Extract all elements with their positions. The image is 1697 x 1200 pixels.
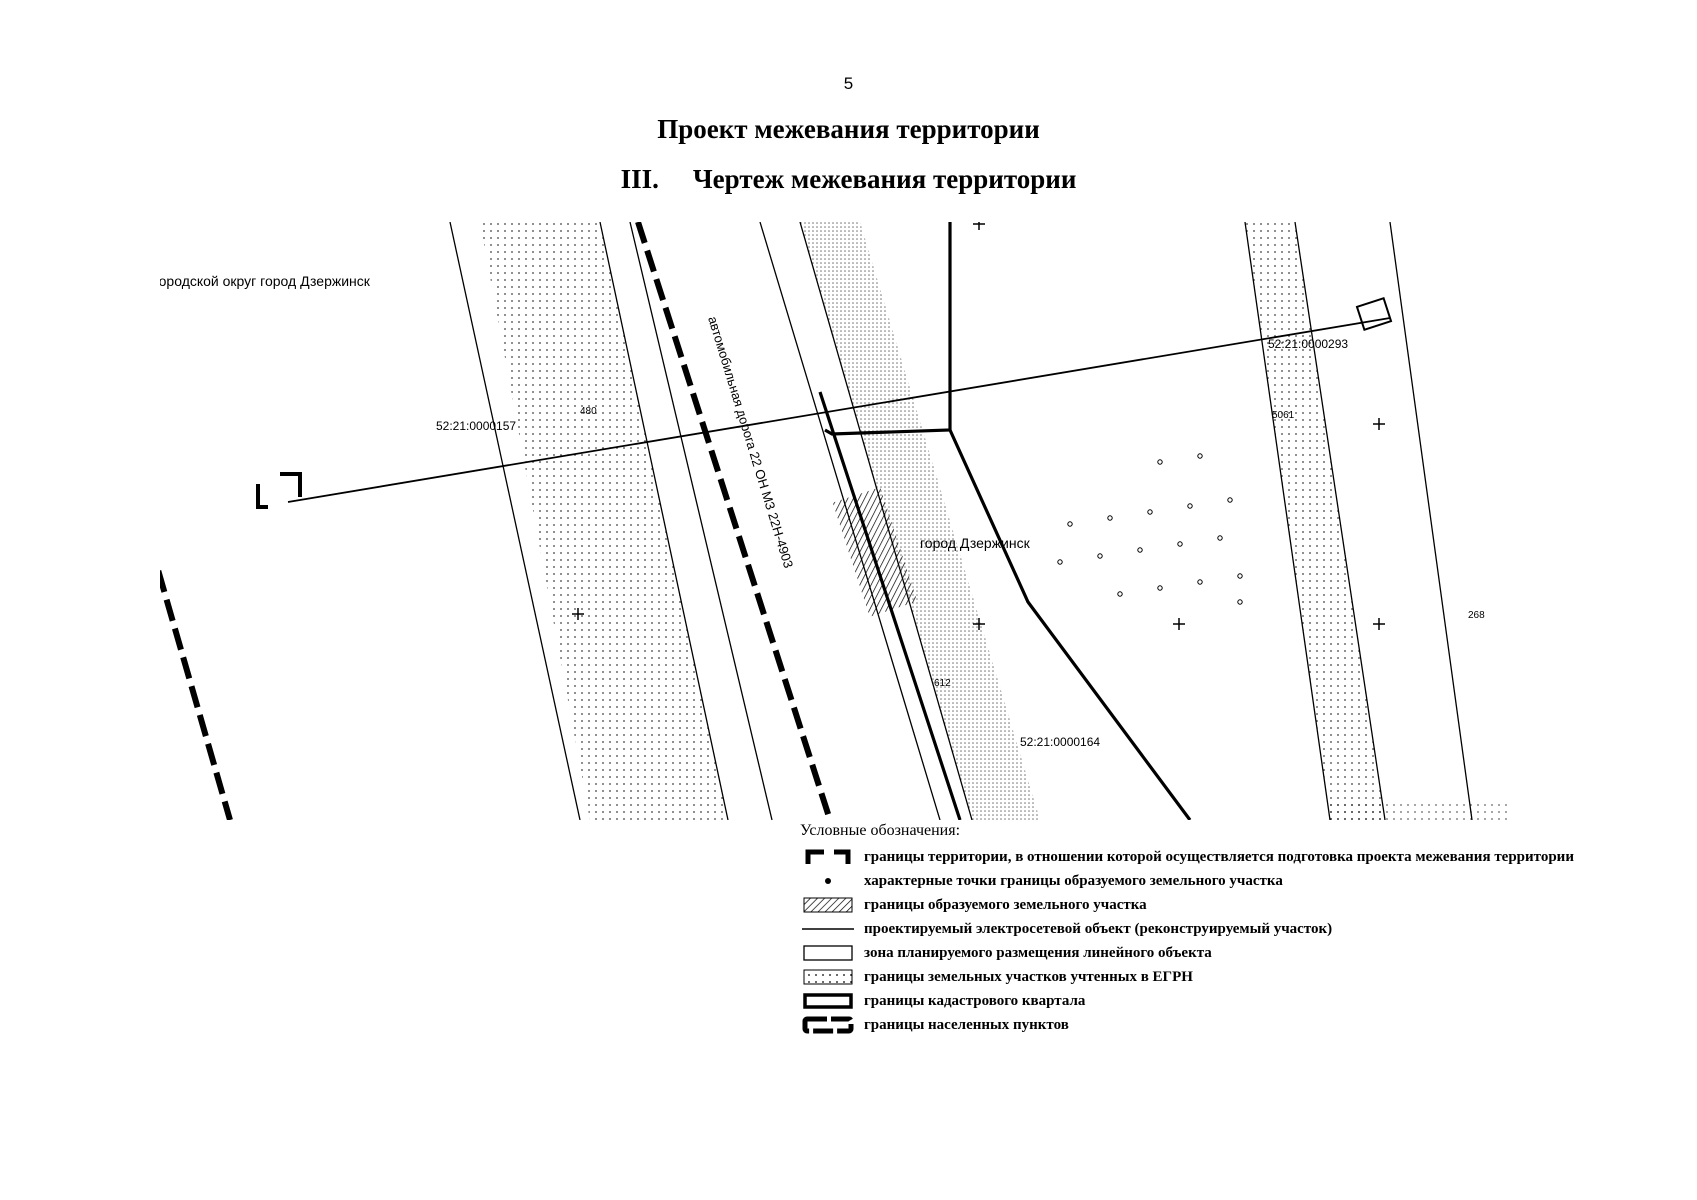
- dotted-strip-1: [480, 222, 728, 820]
- dotted-strip-4: [1325, 802, 1510, 820]
- legend-item-zone: зона планируемого размещения линейного о…: [800, 941, 1660, 965]
- district-label: Городской округ город Дзержинск: [160, 273, 371, 289]
- point-480-label: 480: [580, 406, 597, 417]
- section-name: Чертеж межевания территории: [692, 164, 1077, 194]
- dotted-rect-icon: [800, 966, 856, 988]
- city-label: город Дзержинск: [920, 535, 1031, 551]
- hatched-parcel: [832, 487, 918, 617]
- point-icon: [800, 870, 856, 892]
- settlement-points: [1057, 453, 1243, 605]
- project-boundary-icon: [800, 846, 856, 868]
- dotted-strip-3: [1245, 222, 1385, 820]
- parcel-164-label: 52:21:0000164: [1020, 735, 1100, 749]
- parcel-157-label: 52:21:0000157: [436, 419, 516, 433]
- zone-rect-icon: [800, 942, 856, 964]
- point-612-label: 612: [934, 678, 951, 689]
- legend-item-settlement: границы населенных пунктов: [800, 1013, 1660, 1037]
- document-title: Проект межевания территории: [657, 114, 1040, 144]
- legend-title: Условные обозначения:: [800, 822, 961, 839]
- dashed-thick-icon: [800, 1014, 856, 1036]
- project-boundary-markers: [256, 297, 1393, 509]
- road-label: автомобильная дорога 22 ОН МЗ 22Н-4903: [705, 314, 796, 569]
- legend-item-egrn: границы земельных участков учтенных в ЕГ…: [800, 965, 1660, 989]
- planned-power-line: [287, 317, 1391, 503]
- hatched-area-icon: [800, 894, 856, 916]
- legend-item-power-line: проектируемый электросетевой объект (рек…: [800, 917, 1660, 941]
- survey-map: Городской округ город Дзержинск город Дз…: [160, 222, 1510, 820]
- parcel-293-label: 52:21:0000293: [1268, 337, 1348, 351]
- section-title: III. Чертеж межевания территории: [0, 164, 1697, 195]
- legend: Условные обозначения: границы территории…: [800, 822, 1660, 1037]
- line-icon: [800, 918, 856, 940]
- legend-item-points: характерные точки границы образуемого зе…: [800, 869, 1660, 893]
- legend-item-project-boundary: границы территории, в отношении которой …: [800, 845, 1660, 869]
- thick-rect-icon: [800, 990, 856, 1012]
- settlement-boundary: [160, 222, 833, 820]
- point-268-label: 268: [1468, 610, 1485, 621]
- section-number: III.: [620, 164, 659, 194]
- page-number: 5: [843, 74, 854, 93]
- dotted-strip-2: [800, 222, 1040, 820]
- point-5061-label: 5061: [1272, 410, 1295, 421]
- legend-item-hatched: границы образуемого земельного участка: [800, 893, 1660, 917]
- legend-item-cadastral: границы кадастрового квартала: [800, 989, 1660, 1013]
- grid-crosses: [572, 222, 1385, 630]
